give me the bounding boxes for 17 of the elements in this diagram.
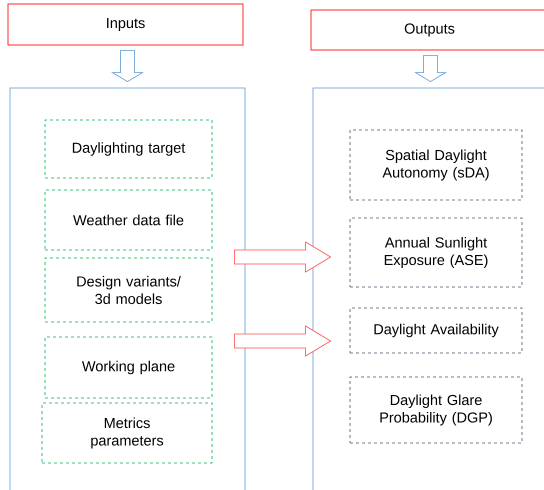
block-arrow — [234, 325, 332, 357]
panel-box — [312, 88, 544, 490]
input-box: Daylighting target — [44, 120, 212, 178]
block-arrow — [111, 50, 144, 82]
title-box: Outputs — [310, 10, 544, 50]
block-arrow — [234, 241, 332, 273]
input-box: Working plane — [44, 336, 212, 398]
input-box: Metrics parameters — [42, 402, 212, 464]
input-box: Weather data file — [44, 190, 212, 250]
title-box: Inputs — [8, 4, 244, 46]
input-box: Design variants/ 3d models — [44, 258, 212, 322]
block-arrow — [414, 55, 447, 82]
output-box: Annual Sunlight Exposure (ASE) — [350, 218, 522, 288]
output-box: Daylight Glare Probability (DGP) — [350, 376, 522, 444]
panel-box — [10, 88, 246, 490]
output-box: Daylight Availability — [350, 308, 522, 354]
output-box: Spatial Daylight Autonomy (sDA) — [350, 130, 522, 200]
